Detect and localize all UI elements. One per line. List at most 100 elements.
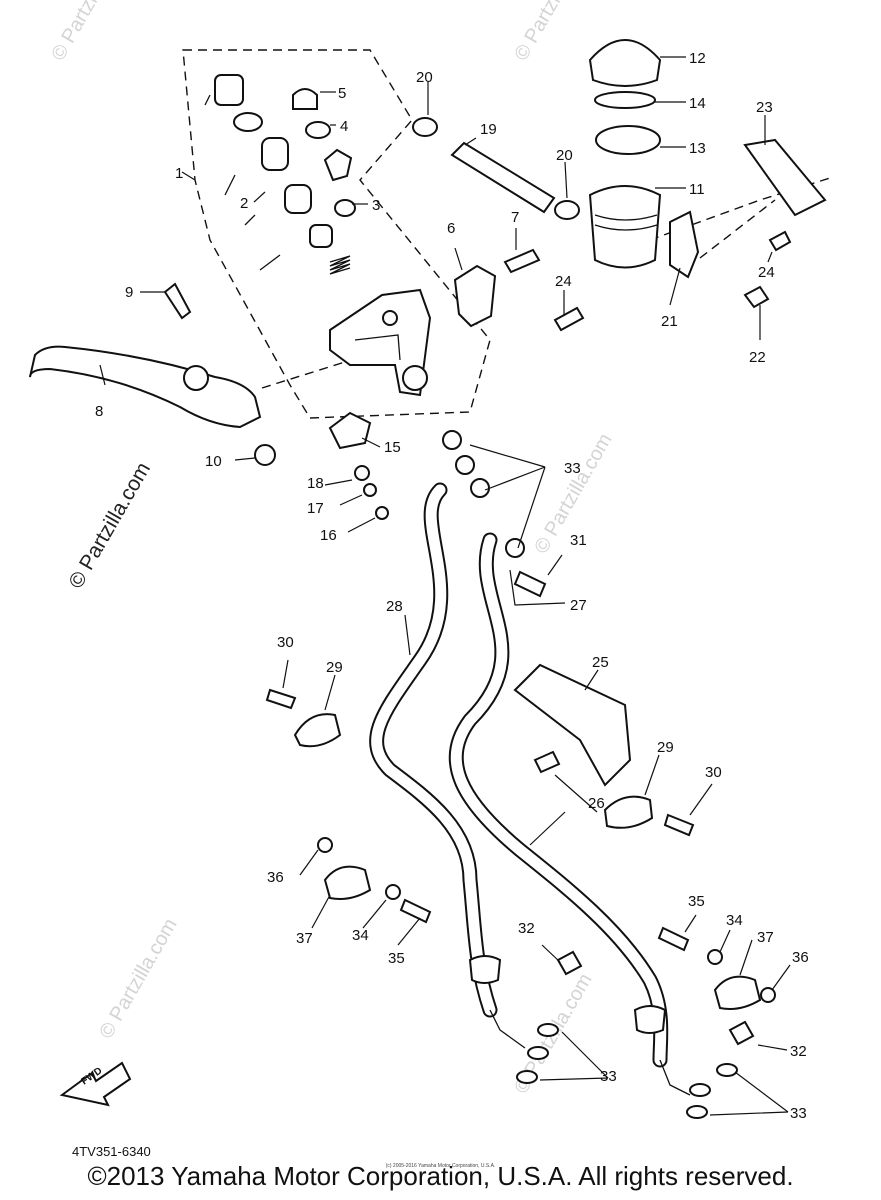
hose-clamp-29 (293, 713, 342, 748)
bracket-screw (768, 230, 792, 252)
cup (284, 184, 312, 214)
o-ring-3 (334, 199, 356, 217)
fwd-arrow-icon: FWD (59, 1061, 132, 1107)
callout-number: 20 (556, 147, 573, 164)
bracket-bolt (743, 285, 770, 309)
callout-number: 27 (570, 597, 587, 614)
clamp-bolt-30 (265, 688, 297, 710)
callout-number: 24 (555, 273, 572, 290)
callout-number: 29 (326, 659, 343, 676)
reservoir-bracket (669, 210, 700, 279)
fine-print: (c) 2005-2016 Yamaha Motor Corporation, … (385, 1163, 496, 1169)
callout-number: 16 (320, 527, 337, 544)
lever-pivot (183, 365, 209, 391)
hose-holder-bracket (513, 663, 632, 787)
callout-number: 36 (267, 869, 284, 886)
master-cylinder-kit-outline (182, 49, 491, 419)
union-bolt (513, 570, 547, 598)
callout-number: 1 (175, 165, 183, 182)
callout-number: 22 (749, 349, 766, 366)
callout-number: 11 (689, 181, 705, 198)
callout-number: 32 (518, 920, 535, 937)
callout-number: 10 (205, 453, 222, 470)
kit-leaders (204, 94, 281, 271)
callout-number: 13 (689, 140, 706, 157)
callout-number: 25 (592, 654, 609, 671)
cap-5 (292, 88, 318, 110)
lever-pivot-dash (261, 361, 346, 389)
switch-washer-18 (354, 465, 370, 481)
callout-number: 9 (125, 284, 133, 301)
watermark: © Partzilla.com (510, 0, 596, 64)
callout-number: 28 (386, 598, 403, 615)
callout-number: 34 (352, 927, 369, 944)
reservoir (588, 39, 662, 269)
callout-number: 33 (790, 1105, 807, 1122)
callout-number: 4 (340, 118, 348, 135)
boot (214, 74, 244, 106)
callout-number: 32 (790, 1043, 807, 1060)
callout-number: 2 (240, 195, 248, 212)
bracket-dash (699, 199, 776, 259)
callout-number: 15 (384, 439, 401, 456)
switch-washer-17 (363, 483, 377, 497)
clamp-bolt (503, 248, 541, 274)
callout-number: 30 (277, 634, 294, 651)
clip-sets (317, 837, 776, 1010)
callout-number: 6 (447, 220, 455, 237)
bracket-bolt-26 (533, 750, 561, 774)
banjo-washers (442, 430, 738, 1119)
brake-lever (29, 345, 262, 429)
switch-screw-16 (375, 506, 389, 520)
callout-number: 36 (792, 949, 809, 966)
callout-number: 5 (338, 85, 346, 102)
callout-number: 29 (657, 739, 674, 756)
hose-clamp-29 (603, 795, 654, 829)
callout-number: 19 (480, 121, 497, 138)
clip-4 (305, 121, 331, 139)
brake-switch (328, 411, 372, 450)
callout-number: 18 (307, 475, 324, 492)
callout-number: 31 (570, 532, 587, 549)
callout-number: 17 (307, 500, 324, 517)
leader-lines (99, 56, 791, 1116)
callout-number: 20 (416, 69, 433, 86)
diagram-code: 4TV351-6340 (72, 1144, 151, 1159)
watermark: © Partzilla.com (47, 0, 133, 64)
callout-number: 30 (705, 764, 722, 781)
callout-number: 8 (95, 403, 103, 420)
reservoir-screw (553, 306, 585, 332)
callout-number: 12 (689, 50, 706, 67)
brake-hoses (369, 482, 711, 1097)
callout-number: 37 (757, 929, 774, 946)
pivot-nut (254, 444, 276, 466)
callout-number: 37 (296, 930, 313, 947)
watermark: © Partzilla.com (95, 915, 181, 1043)
clamp (453, 264, 497, 328)
hose-clamp (412, 117, 438, 137)
hose-clamp (554, 200, 580, 220)
callout-number: 21 (661, 313, 678, 330)
callout-number: 26 (588, 795, 605, 812)
callout-number: 33 (564, 460, 581, 477)
caliper-bolt-32 (728, 1020, 755, 1046)
circlip (233, 112, 263, 132)
callout-number: 3 (372, 197, 380, 214)
callout-number: 33 (600, 1068, 617, 1085)
piston (261, 137, 289, 171)
callout-number: 23 (756, 99, 773, 116)
master-cylinder-body (329, 288, 432, 397)
callout-number: 24 (758, 264, 775, 281)
spring-seat (309, 224, 333, 248)
reservoir-cover (743, 138, 827, 217)
pivot-bolt (163, 282, 192, 320)
spring (329, 255, 351, 275)
callout-number: 14 (689, 95, 706, 112)
caliper-bolt-32 (556, 950, 583, 976)
callout-number: 35 (688, 893, 705, 910)
fitting-3 (323, 148, 353, 182)
piston-kit-parts (204, 74, 356, 275)
callout-number: 7 (511, 209, 519, 226)
watermark: © Partzilla.com (64, 458, 155, 592)
